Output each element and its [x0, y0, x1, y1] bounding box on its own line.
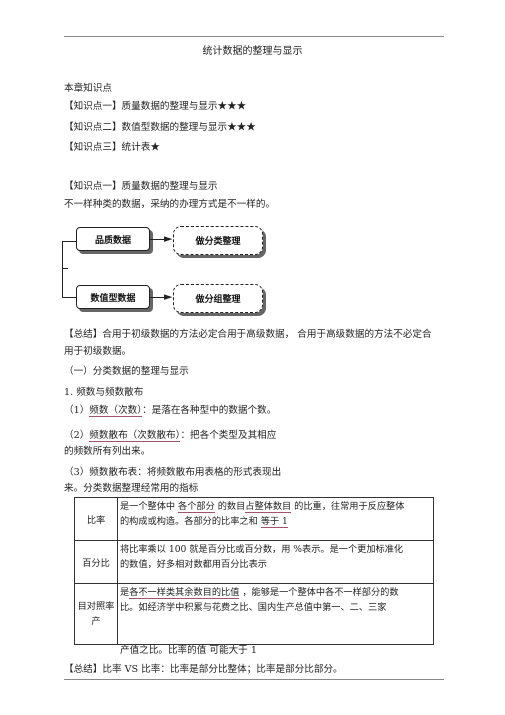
- table-cell: 是各不一样类其余数目的比值 ，能够是一个整体中各不一样部分的数 比。如经济学中积…: [117, 583, 434, 645]
- knowledge-point-3: 【知识点三】统计表★: [64, 142, 160, 153]
- knowledge-point-1: 【知识点一】质量数据的整理与显示★★★: [64, 101, 247, 112]
- table-overflow-line: 产值之比。比率的值 可能大于 1: [120, 645, 257, 656]
- page-title: 统计数据的整理与显示: [202, 46, 303, 57]
- indicator-table: 比率 是一个整体中 各个部分 的数目占整体数目 的比重，往常用于反应整体 的构成…: [74, 497, 434, 645]
- cell-emph: 占整体数目: [245, 501, 292, 513]
- cell-text: 的数目: [214, 501, 246, 512]
- arrow-line: [150, 297, 166, 299]
- table-cell-line: 是一个整体中 各个部分 的数目占整体数目 的比重，往常用于反应整体: [120, 499, 431, 514]
- item-heading: 1. 频数与频数散布: [64, 387, 144, 398]
- summary2: 【总结】比率 VS 比率：比率是部分比整体；比率是部分比部分。: [64, 664, 343, 675]
- table-row: 比率 是一个整体中 各个部分 的数目占整体数目 的比重，往常用于反应整体 的构成…: [74, 497, 434, 541]
- header-rule: [64, 36, 444, 37]
- freq-def-3-line2: 来。分类数据整理经常用的指标: [64, 483, 199, 494]
- cell-emph: 等于 1: [260, 516, 288, 528]
- cell-text: 的构成或构造。各部分的比率之和: [120, 516, 261, 527]
- table-cell-line: 是各不一样类其余数目的比值 ，能够是一个整体中各不一样部分的数: [120, 585, 431, 600]
- table-cell-line: 比。如经济学中积累与花费之比、国内生产总值中第一、二、三家: [120, 602, 387, 613]
- freq-def-3-line1: （3）频数散布表：将频数散布用表格的形式表现出: [64, 467, 282, 478]
- diagram-box-group: 做分组整理: [173, 284, 263, 313]
- table-row-head: 目对照率 产: [74, 583, 118, 645]
- cell-text: ，能够是一个整体中各不一样部分的数: [239, 587, 399, 598]
- table-row-head: 比率: [74, 497, 118, 541]
- freq-def-1-num: （1）: [64, 405, 90, 416]
- table-cell-line: 的构成或构造。各部分的比率之和 等于 1: [120, 514, 431, 529]
- table-row-head-line: 目对照率: [77, 601, 115, 612]
- table-row-head: 百分比: [74, 540, 118, 584]
- freq-def-1: （1）频数（次数）：是落在各种型中的数据个数。: [64, 405, 276, 417]
- section-heading: 本章知识点: [64, 83, 112, 94]
- diagram-bracket: [62, 241, 64, 298]
- table-cell-line: 的数值，好多相对数都用百分比表示: [120, 559, 267, 570]
- diagram-box-classify: 做分类整理: [173, 226, 263, 255]
- diagram-connector: [62, 241, 76, 243]
- freq-term-1: 频数（次数）: [89, 405, 143, 417]
- freq-def-2-text: ：把各个类型及其相应: [180, 430, 277, 441]
- freq-def-2: （2）频数散布（次数散布）：把各个类型及其相应: [64, 430, 276, 442]
- diagram-connector: [62, 297, 76, 299]
- subsection-heading: （一）分类数据的整理与显示: [64, 366, 189, 377]
- diagram-box-qualitative: 品质数据: [76, 227, 150, 251]
- freq-term-2: 频数散布（次数散布）: [89, 430, 181, 442]
- arrow-head-icon: ►: [164, 232, 173, 245]
- kp1-heading: 【知识点一】质量数据的整理与显示: [64, 181, 218, 192]
- cell-emph: 各不一样类其余数目的比值: [129, 587, 240, 599]
- cell-emph: 各个部分: [178, 501, 215, 513]
- summary1-line2: 用于初级数据。: [64, 346, 132, 357]
- table-row: 目对照率 产 是各不一样类其余数目的比值 ，能够是一个整体中各不一样部分的数 比…: [74, 583, 434, 645]
- cell-text: 的比重，往常用于反应整体: [291, 501, 405, 512]
- table-cell: 将比率乘以 100 就是百分比或百分数，用 %表示。是一个更加标准化 的数值，好…: [117, 540, 434, 584]
- diagram-box-numeric: 数值型数据: [76, 285, 150, 309]
- table-cell: 是一个整体中 各个部分 的数目占整体数目 的比重，往常用于反应整体 的构成或构造…: [117, 497, 434, 541]
- footer-rule: [64, 679, 444, 680]
- cell-text: 是: [120, 587, 130, 598]
- arrow-head-icon: ►: [164, 290, 173, 303]
- freq-def-2-line2: 的频数所有列出来。: [64, 446, 151, 457]
- table-row: 百分比 将比率乘以 100 就是百分比或百分数，用 %表示。是一个更加标准化 的…: [74, 540, 434, 584]
- knowledge-point-2: 【知识点二】数值型数据的整理与显示★★★: [64, 122, 256, 133]
- cell-text: 是一个整体中: [120, 501, 179, 512]
- freq-def-1-text: ：是落在各种型中的数据个数。: [142, 405, 277, 416]
- table-row-head-line: 产: [91, 616, 101, 627]
- summary1-line1: 【总结】合用于初级数据的方法必定合用于高级数据， 合用于高级数据的方法不必定合: [64, 329, 432, 340]
- table-cell-line: 将比率乘以 100 就是百分比或百分数，用 %表示。是一个更加标准化: [120, 544, 404, 555]
- freq-def-2-num: （2）: [64, 430, 90, 441]
- arrow-line: [150, 239, 166, 241]
- diagram-connector: [62, 268, 68, 270]
- kp1-intro: 不一样种类的数据，采纳的办理方式是不一样的。: [64, 199, 276, 210]
